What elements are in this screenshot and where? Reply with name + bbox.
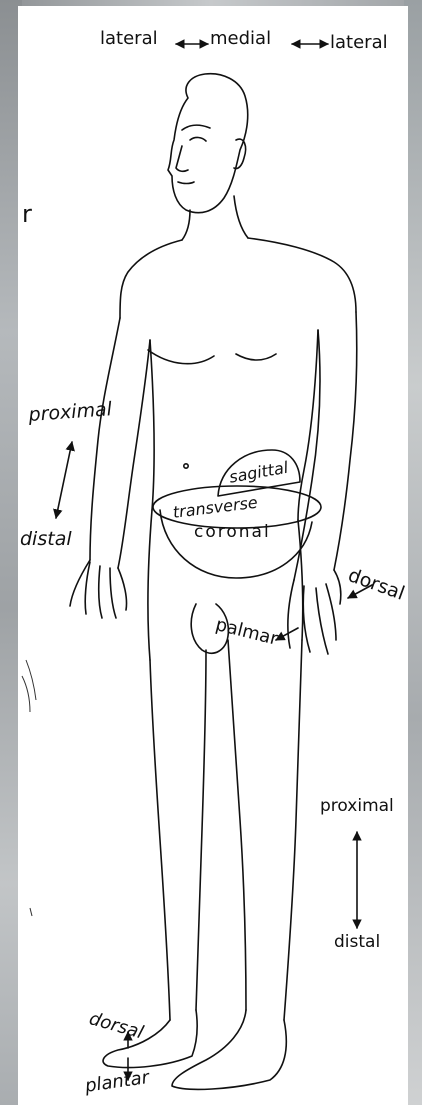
hand-left: [288, 570, 341, 654]
edge-tick: [30, 908, 32, 916]
eye: [190, 137, 206, 141]
mouth: [178, 182, 194, 184]
leg-right-inner: [196, 650, 206, 1010]
label-proximal-leg: proximal: [320, 798, 394, 815]
arm-right-outer: [90, 318, 120, 560]
shoulder-left-side: [248, 238, 356, 312]
nose: [176, 146, 188, 171]
label-distal-arm: distal: [20, 530, 72, 549]
chest-line-2: [236, 354, 276, 360]
waist-left: [298, 330, 318, 520]
head-outline: [168, 74, 248, 213]
hip-right: [148, 510, 152, 660]
label-lateral-left: lateral: [100, 30, 158, 48]
arm-right-inner: [118, 340, 150, 568]
label-partial-letter: r: [22, 202, 32, 226]
navel: [184, 464, 188, 468]
shoulder-right-side: [120, 240, 182, 318]
label-coronal: coronal: [194, 524, 271, 541]
neck-back: [234, 196, 248, 238]
leg-left-outer: [284, 640, 302, 1020]
neck-front: [182, 210, 190, 240]
label-medial: medial: [210, 30, 271, 48]
leg-left-inner: [228, 640, 246, 1010]
label-lateral-right: lateral: [330, 34, 388, 52]
edge-scribble: [22, 660, 36, 712]
hand-right: [70, 560, 127, 618]
leg-right-outer: [150, 660, 170, 1020]
label-distal-leg: distal: [334, 934, 380, 951]
arm-left-outer: [334, 312, 357, 570]
eyebrow: [182, 125, 210, 130]
waist-right: [150, 340, 154, 510]
foot-left: [172, 1010, 286, 1089]
chest-line: [148, 350, 214, 364]
arrow-proximal-distal-arm: [56, 442, 72, 518]
